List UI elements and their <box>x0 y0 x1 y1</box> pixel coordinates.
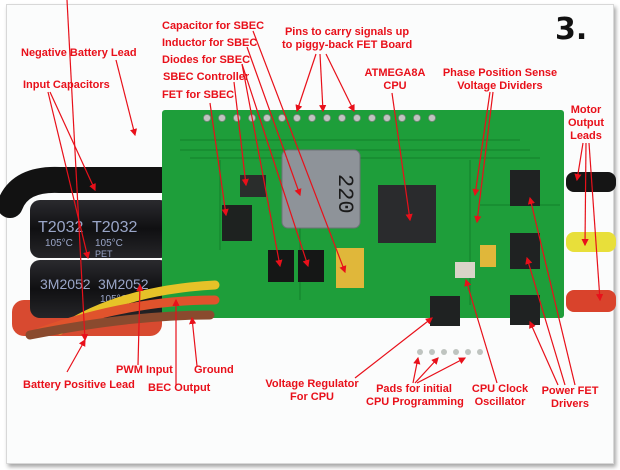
label-fet-sbec: FET for SBEC <box>162 89 235 101</box>
sbec-diode-1 <box>268 250 294 282</box>
input-capacitors: T2032 T2032 105°C 105°C PET 3M2052 3M205… <box>30 200 170 318</box>
label-header-pins: Pins to carry signals up to piggy-back F… <box>282 26 413 51</box>
cap-bottom-marking: 3M2052 <box>40 276 91 292</box>
inductor-marking: 220 <box>332 174 357 214</box>
clock-oscillator <box>455 262 475 278</box>
label-bec-output: BEC Output <box>148 382 211 394</box>
svg-text:PET: PET <box>95 249 113 259</box>
sbec-fet <box>222 205 252 241</box>
label-voltage-regulator: Voltage Regulator For CPU <box>265 378 359 403</box>
motor-lead-yellow <box>566 232 616 252</box>
fet-driver-2 <box>510 233 540 269</box>
label-atmega-cpu: ATMEGA8A CPU <box>364 67 426 92</box>
cap-top-marking: T2032 <box>38 219 83 236</box>
svg-text:3M2052: 3M2052 <box>98 276 149 292</box>
fet-driver-1 <box>510 170 540 206</box>
label-motor-leads: Motor Output Leads <box>567 104 605 142</box>
label-sbec-controller: SBEC Controller <box>163 71 250 83</box>
ground-wire-brown <box>25 310 215 340</box>
fet-driver-3 <box>510 295 540 325</box>
label-input-capacitors: Input Capacitors <box>23 79 110 91</box>
atmega-cpu <box>378 185 436 243</box>
label-negative-battery-lead: Negative Battery Lead <box>21 47 137 59</box>
sbec-capacitor <box>336 248 364 288</box>
svg-text:105°C: 105°C <box>45 238 73 249</box>
label-cpu-clock: CPU Clock Oscillator <box>471 383 529 408</box>
sbec-inductor <box>281 149 361 229</box>
negative-battery-wire <box>0 166 188 218</box>
label-phase-dividers: Phase Position Sense Voltage Dividers <box>442 67 558 92</box>
label-programming-pads: Pads for initial CPU Programming <box>366 383 464 408</box>
svg-text:105°C: 105°C <box>95 238 123 249</box>
label-capacitor-sbec: Capacitor for SBEC <box>162 20 265 32</box>
sbec-diode-2 <box>298 250 324 282</box>
label-pwm-input: PWM Input <box>116 364 173 376</box>
label-inductor-sbec: Inductor for SBEC <box>162 37 258 49</box>
motor-lead-red <box>566 290 616 312</box>
label-battery-positive-lead: Battery Positive Lead <box>23 379 135 391</box>
label-diodes-sbec: Diodes for SBEC <box>162 54 251 66</box>
programming-pads <box>417 349 483 355</box>
sbec-controller-ic <box>240 175 266 197</box>
voltage-regulator-ic <box>430 296 460 326</box>
svg-text:T2032: T2032 <box>92 219 137 236</box>
label-fet-drivers: Power FET Drivers <box>541 385 599 410</box>
figure-number: 3. <box>555 12 588 47</box>
label-ground: Ground <box>194 364 234 376</box>
